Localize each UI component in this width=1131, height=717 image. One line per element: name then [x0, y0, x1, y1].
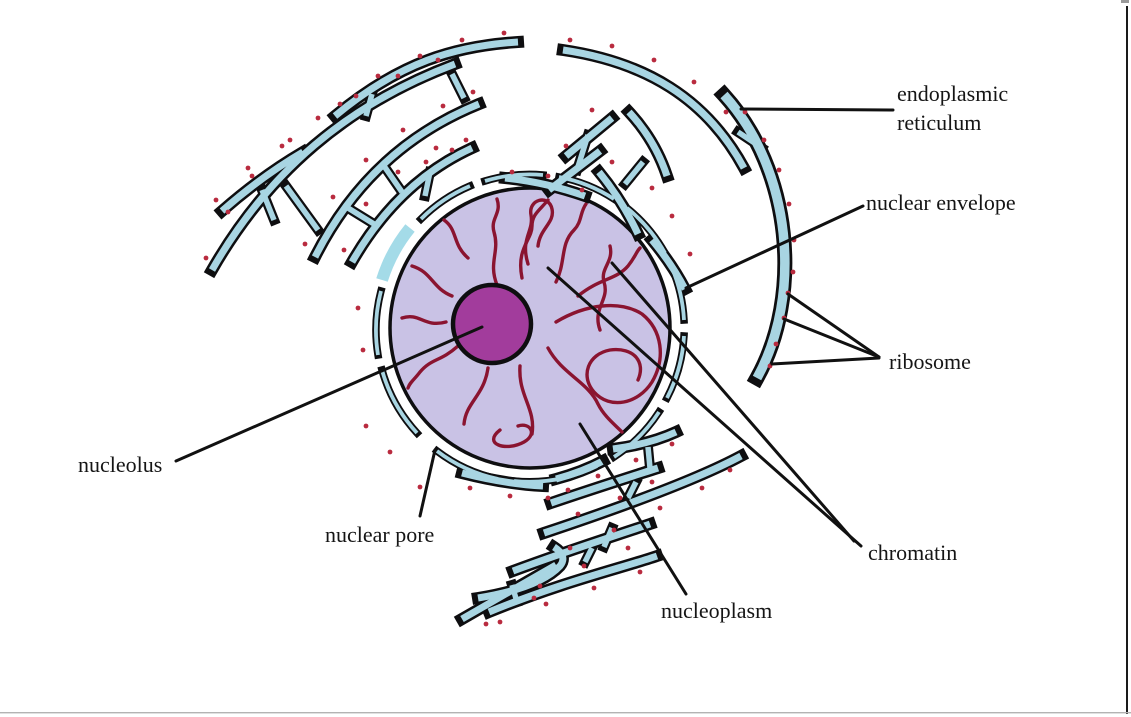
label-nucleoplasm: nucleoplasm [661, 598, 772, 623]
nucleoplasm-pointer [578, 422, 688, 596]
nucleolus-pointer [174, 325, 484, 463]
nuclear-envelope-pointer [684, 204, 865, 290]
labels: endoplasmic reticulum nuclear envelope r… [78, 81, 1016, 623]
nucleolus-shape [450, 282, 534, 366]
chromatin-pointer-1 [546, 266, 863, 548]
endoplasmic-reticulum-pointer [739, 107, 895, 112]
nuclear-pore-pointer [418, 448, 437, 518]
label-nucleolus: nucleolus [78, 452, 162, 477]
label-endoplasmic-reticulum-line2: reticulum [897, 110, 981, 135]
ribosome-pointer-2 [782, 317, 881, 359]
label-chromatin: chromatin [868, 540, 957, 565]
label-endoplasmic-reticulum-line1: endoplasmic [897, 81, 1008, 106]
chromatin-pointer-2 [610, 261, 856, 543]
pointer-lines [174, 107, 895, 596]
membrane-cores [208, 38, 790, 623]
label-ribosome: ribosome [889, 349, 971, 374]
ribosome-pointer-1 [786, 292, 881, 359]
label-nuclear-pore: nuclear pore [325, 522, 434, 547]
bottom-border-line [0, 712, 1131, 714]
right-border-line [1126, 6, 1128, 714]
nucleolus-circle [450, 282, 534, 366]
corner-handle [1121, 0, 1129, 3]
label-nuclear-envelope: nuclear envelope [866, 190, 1016, 215]
ribosome-dots [203, 30, 797, 627]
chromatin-strands [400, 197, 662, 449]
nuclear-envelope-band [376, 224, 415, 282]
ribosome-pointer-3 [770, 356, 881, 366]
